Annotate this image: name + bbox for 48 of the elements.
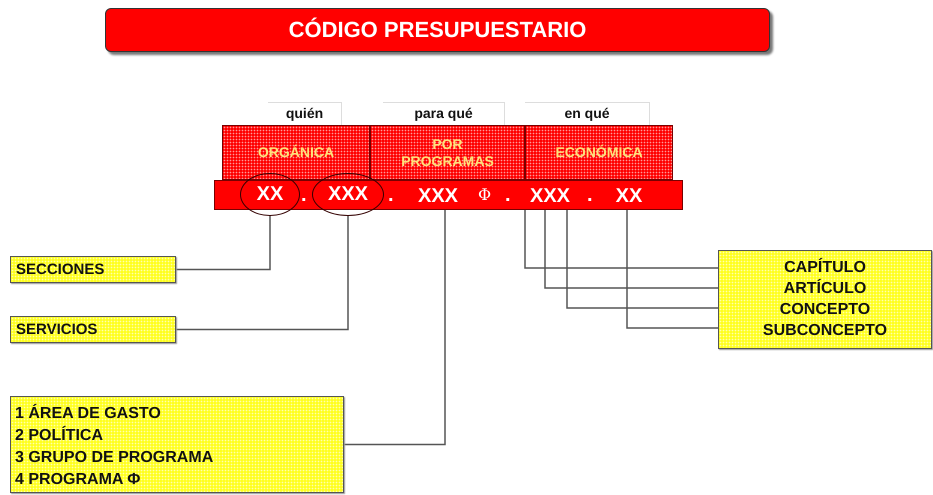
title-text: CÓDIGO PRESUPUESTARIO xyxy=(288,17,586,43)
connector-line xyxy=(524,208,718,269)
category-text: SERVICIOS xyxy=(16,321,98,338)
category-item: 1 ÁREA DE GASTO xyxy=(15,403,162,424)
code-segment-circle xyxy=(240,173,300,216)
tag-text: en qué xyxy=(564,104,610,123)
category-item: 3 GRUPO DE PROGRAMA xyxy=(15,448,214,468)
category-box xyxy=(10,256,176,283)
classification-panel xyxy=(370,125,525,180)
connector-line xyxy=(344,208,446,446)
code-text: XX xyxy=(616,184,642,208)
code-text: XX xyxy=(256,183,284,206)
separator-dot: . xyxy=(505,183,511,207)
category-item: 2 POLÍTICA xyxy=(15,425,104,446)
category-item: CAPÍTULO xyxy=(783,257,867,278)
category-item: CONCEPTO xyxy=(778,300,872,320)
code-text: XXX xyxy=(328,183,368,206)
classification-panel xyxy=(525,125,673,180)
connector-line xyxy=(176,215,349,330)
category-box xyxy=(718,250,932,349)
classification-panel xyxy=(222,125,370,180)
panel-heading: ECONÓMICA xyxy=(555,144,643,161)
code-text: XXX xyxy=(418,184,458,208)
panel-heading: POR PROGRAMAS xyxy=(400,136,495,170)
category-box xyxy=(10,396,344,493)
question-tag xyxy=(268,102,342,125)
title-banner xyxy=(105,8,770,52)
separator-dot: . xyxy=(587,183,593,207)
tag-text: quién xyxy=(286,104,324,123)
question-tag xyxy=(383,102,505,125)
category-item: SUBCONCEPTO xyxy=(762,321,888,341)
connector-line xyxy=(626,208,718,329)
question-tag xyxy=(525,102,650,125)
panel-heading: ORGÁNICA xyxy=(258,144,334,161)
code-segment-circle xyxy=(312,173,384,216)
code-bar xyxy=(214,180,683,210)
separator-dot: . xyxy=(301,183,307,207)
connector-line xyxy=(566,208,718,309)
tag-text: para qué xyxy=(414,104,473,123)
category-item: 4 PROGRAMA Φ xyxy=(15,470,142,490)
category-text: SECCIONES xyxy=(16,261,104,278)
connector-line xyxy=(176,215,271,270)
separator-dot: . xyxy=(388,183,394,207)
category-item: ARTÍCULO xyxy=(782,278,868,299)
connector-line xyxy=(544,208,718,289)
phi-symbol: Φ xyxy=(478,184,492,206)
code-text: XXX xyxy=(530,184,570,208)
category-box xyxy=(10,316,176,343)
